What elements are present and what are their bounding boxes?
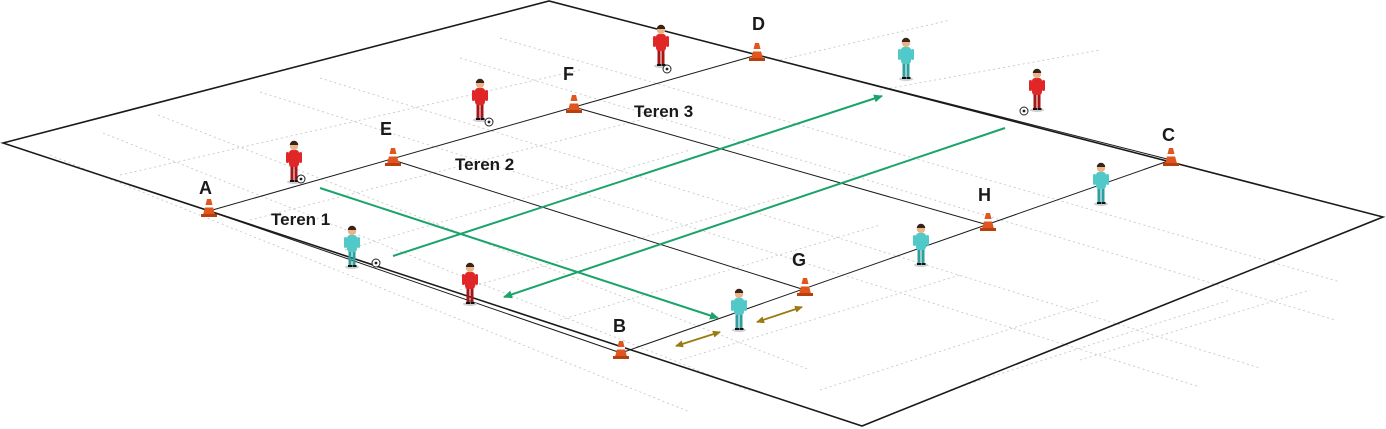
cone-label-d: D	[752, 14, 765, 34]
cone-labels: A B C D E F G H	[199, 14, 1175, 336]
cone-d-icon	[749, 43, 765, 61]
cone-c-icon	[1163, 148, 1179, 166]
zone-label-teren-2: Teren 2	[455, 155, 514, 174]
pass-arrow-2	[392, 94, 883, 257]
player-icon	[1029, 68, 1045, 112]
pass-arrow-1	[319, 187, 719, 320]
cone-b-icon	[613, 341, 629, 359]
pass-arrows	[319, 94, 1006, 320]
move-arrow-1	[675, 330, 721, 348]
ball-icon	[484, 117, 494, 127]
ball-icon	[296, 174, 306, 184]
player-icon	[731, 288, 747, 332]
player-icon	[913, 223, 929, 267]
zone-lines	[208, 54, 1172, 354]
cone-label-c: C	[1162, 125, 1175, 145]
cone-f-icon	[566, 95, 582, 113]
cone-e-icon	[385, 148, 401, 166]
cones	[201, 43, 1179, 359]
player-icon	[1093, 162, 1109, 206]
ball-icon	[371, 258, 381, 268]
cone-label-a: A	[199, 178, 212, 198]
cone-label-e: E	[380, 119, 392, 139]
player-icon	[472, 78, 488, 122]
cone-label-f: F	[563, 64, 574, 84]
ball-icon	[662, 64, 672, 74]
cone-h-icon	[980, 213, 996, 231]
pass-arrow-3	[503, 127, 1006, 299]
player-icon	[344, 225, 360, 269]
players	[286, 24, 1109, 332]
player-icon	[462, 262, 478, 306]
cone-label-h: H	[978, 185, 991, 205]
player-icon	[898, 37, 914, 81]
cone-label-g: G	[792, 250, 806, 270]
player-icon	[286, 140, 302, 184]
ball-icon	[1019, 106, 1029, 116]
cone-a-icon	[201, 199, 217, 217]
player-icon	[653, 24, 669, 68]
cone-label-b: B	[613, 316, 626, 336]
move-arrow-2	[756, 305, 803, 324]
grid-lines	[49, 19, 1341, 413]
zone-labels: Teren 1 Teren 2 Teren 3	[271, 102, 693, 229]
movement-arrows	[675, 305, 803, 348]
zone-label-teren-1: Teren 1	[271, 210, 330, 229]
zone-label-teren-3: Teren 3	[634, 102, 693, 121]
cone-g-icon	[797, 278, 813, 296]
